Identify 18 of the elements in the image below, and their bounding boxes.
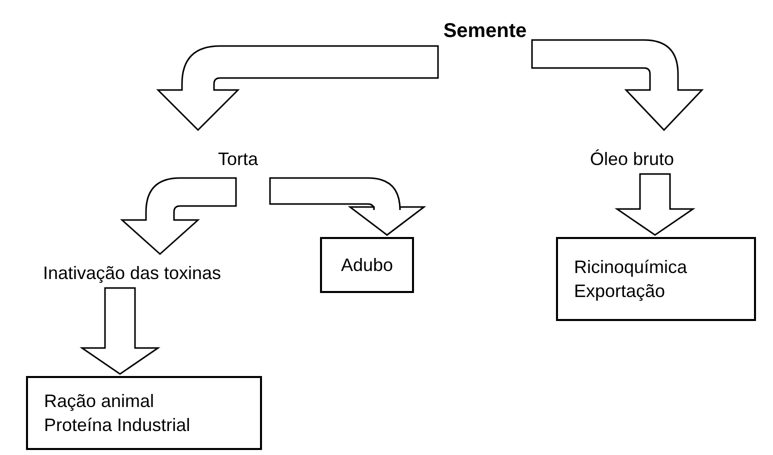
node-text: Semente [443, 19, 527, 43]
block-arrow [531, 39, 703, 131]
process-box [556, 237, 756, 321]
node-text: Inativação das toxinas [42, 262, 222, 285]
block-arrow [121, 177, 237, 255]
block-arrow [269, 177, 425, 236]
node-text: Óleo bruto [590, 148, 674, 171]
process-box [26, 376, 262, 450]
block-arrow [614, 173, 696, 236]
node-text: Ricinoquímica [574, 256, 688, 279]
block-arrow [80, 287, 160, 375]
block-arrow [157, 45, 439, 131]
process-box [320, 237, 414, 293]
node-text: Ração animal [44, 390, 154, 413]
node-text: Adubo [340, 254, 394, 277]
node-text: Exportação [574, 280, 666, 303]
node-text: Torta [218, 148, 258, 171]
node-text: Proteína Industrial [44, 414, 190, 437]
